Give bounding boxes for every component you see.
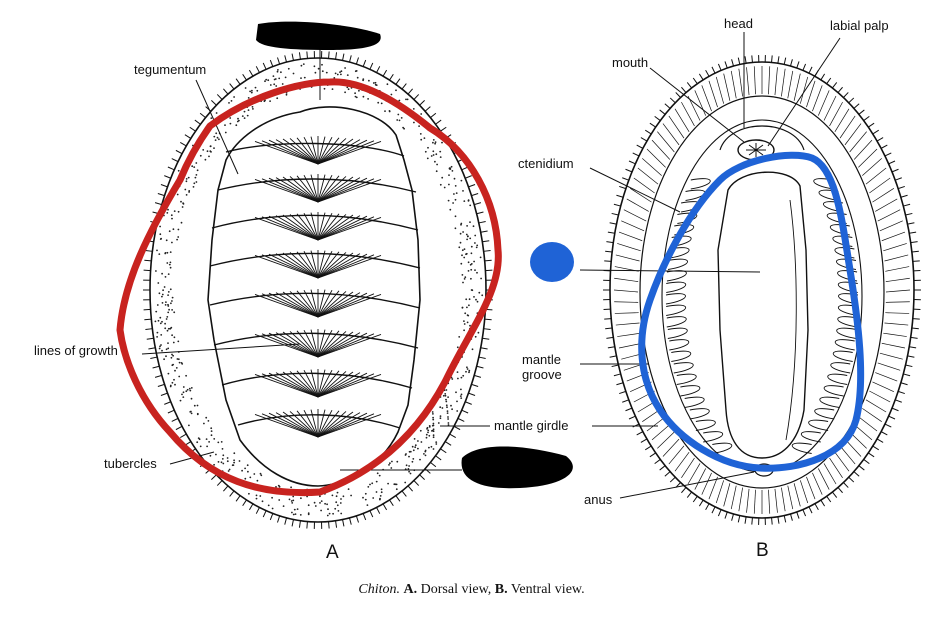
foot-outline (717, 171, 809, 459)
caption-a-text: Dorsal view, (420, 582, 492, 597)
leader-lines-b (579, 32, 841, 499)
figure-caption: Chiton. A. Dorsal view, B. Ventral view. (0, 582, 943, 598)
head-outline (719, 125, 805, 151)
label-mouth: mouth (612, 55, 649, 70)
caption-b-text: Ventral view. (510, 582, 585, 597)
caption-genus: Chiton. (358, 582, 401, 597)
label-lines-of-growth: lines of growth (34, 343, 118, 358)
label-mantle-girdle: mantle girdle (494, 418, 569, 433)
label-ctenidium: ctenidium (518, 156, 574, 171)
blue-outline-annotation (638, 151, 865, 472)
label-tubercles: tubercles (104, 456, 157, 471)
shell-plates-outline (207, 106, 421, 487)
dorsal-view (141, 40, 493, 529)
label-labial-palp: labial palp (830, 18, 889, 33)
caption-a-letter: A. (403, 582, 418, 597)
label-tegumentum: tegumentum (134, 62, 207, 77)
foot-detail (785, 199, 797, 441)
caption-b-letter: B. (494, 582, 508, 597)
plate-sutures (209, 142, 421, 429)
redaction-mark-bottom (461, 446, 573, 489)
growth-line-fans (254, 136, 382, 438)
blue-dot-annotation (530, 242, 574, 282)
girdle-tubercle-ticks (143, 51, 493, 529)
ventral-view (579, 32, 921, 525)
ventral-tubercle-ticks (603, 55, 921, 525)
red-outline-annotation (116, 78, 502, 497)
ventral-inner-outline (639, 95, 885, 489)
label-head: head (724, 16, 753, 31)
panel-letter-a: A (326, 542, 339, 563)
redaction-mark-top (256, 21, 381, 50)
mouth-star (746, 143, 766, 157)
label-anus: anus (584, 492, 613, 507)
panel-letter-b: B (756, 540, 769, 561)
label-mantle-groove: mantle groove (522, 352, 562, 382)
